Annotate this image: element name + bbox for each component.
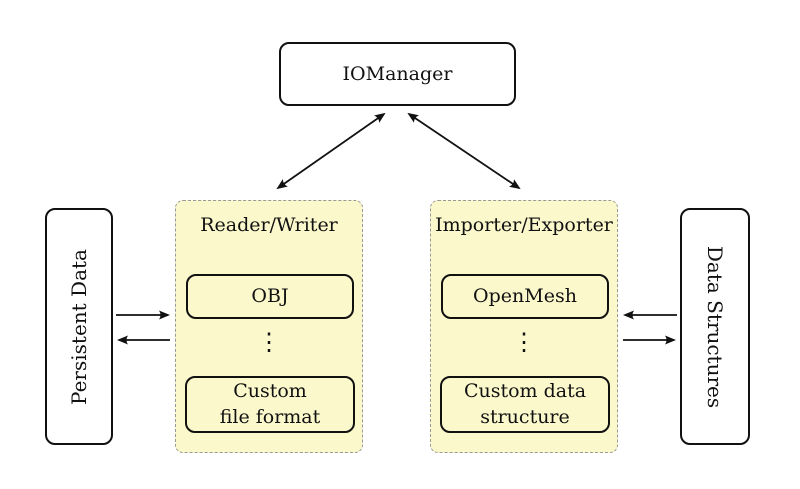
custom-file-format-line2: file format	[219, 405, 321, 428]
arrow-iomanager-importerexporter	[407, 112, 521, 190]
reader-writer-ellipsis: ⋮	[257, 328, 281, 356]
custom-data-structure-line1: Custom data	[463, 380, 587, 403]
obj-label: OBJ	[251, 284, 289, 307]
arrow-iomanager-readerwriter	[276, 112, 386, 190]
iomanager-node: IOManager	[279, 42, 516, 106]
reader-writer-title: Reader/Writer	[200, 214, 338, 236]
data-structures-label: Data Structures	[703, 245, 727, 408]
persistent-data-label: Persistent Data	[67, 248, 92, 405]
openmesh-label: OpenMesh	[473, 284, 577, 307]
custom-file-format-node: Custom file format	[185, 376, 355, 433]
custom-file-format-line1: Custom	[233, 380, 307, 403]
data-structures-node: Data Structures	[680, 208, 750, 445]
openmesh-node: OpenMesh	[441, 274, 609, 319]
custom-data-structure-line2: structure	[480, 405, 570, 428]
importer-exporter-panel: Importer/Exporter OpenMesh ⋮ Custom data…	[430, 200, 618, 453]
persistent-data-node: Persistent Data	[45, 208, 113, 445]
importer-exporter-title: Importer/Exporter	[435, 214, 613, 236]
reader-writer-panel: Reader/Writer OBJ ⋮ Custom file format	[175, 200, 363, 453]
importer-exporter-ellipsis: ⋮	[512, 328, 536, 356]
obj-node: OBJ	[186, 274, 354, 319]
custom-data-structure-node: Custom data structure	[440, 376, 610, 433]
iomanager-label: IOManager	[342, 63, 453, 85]
